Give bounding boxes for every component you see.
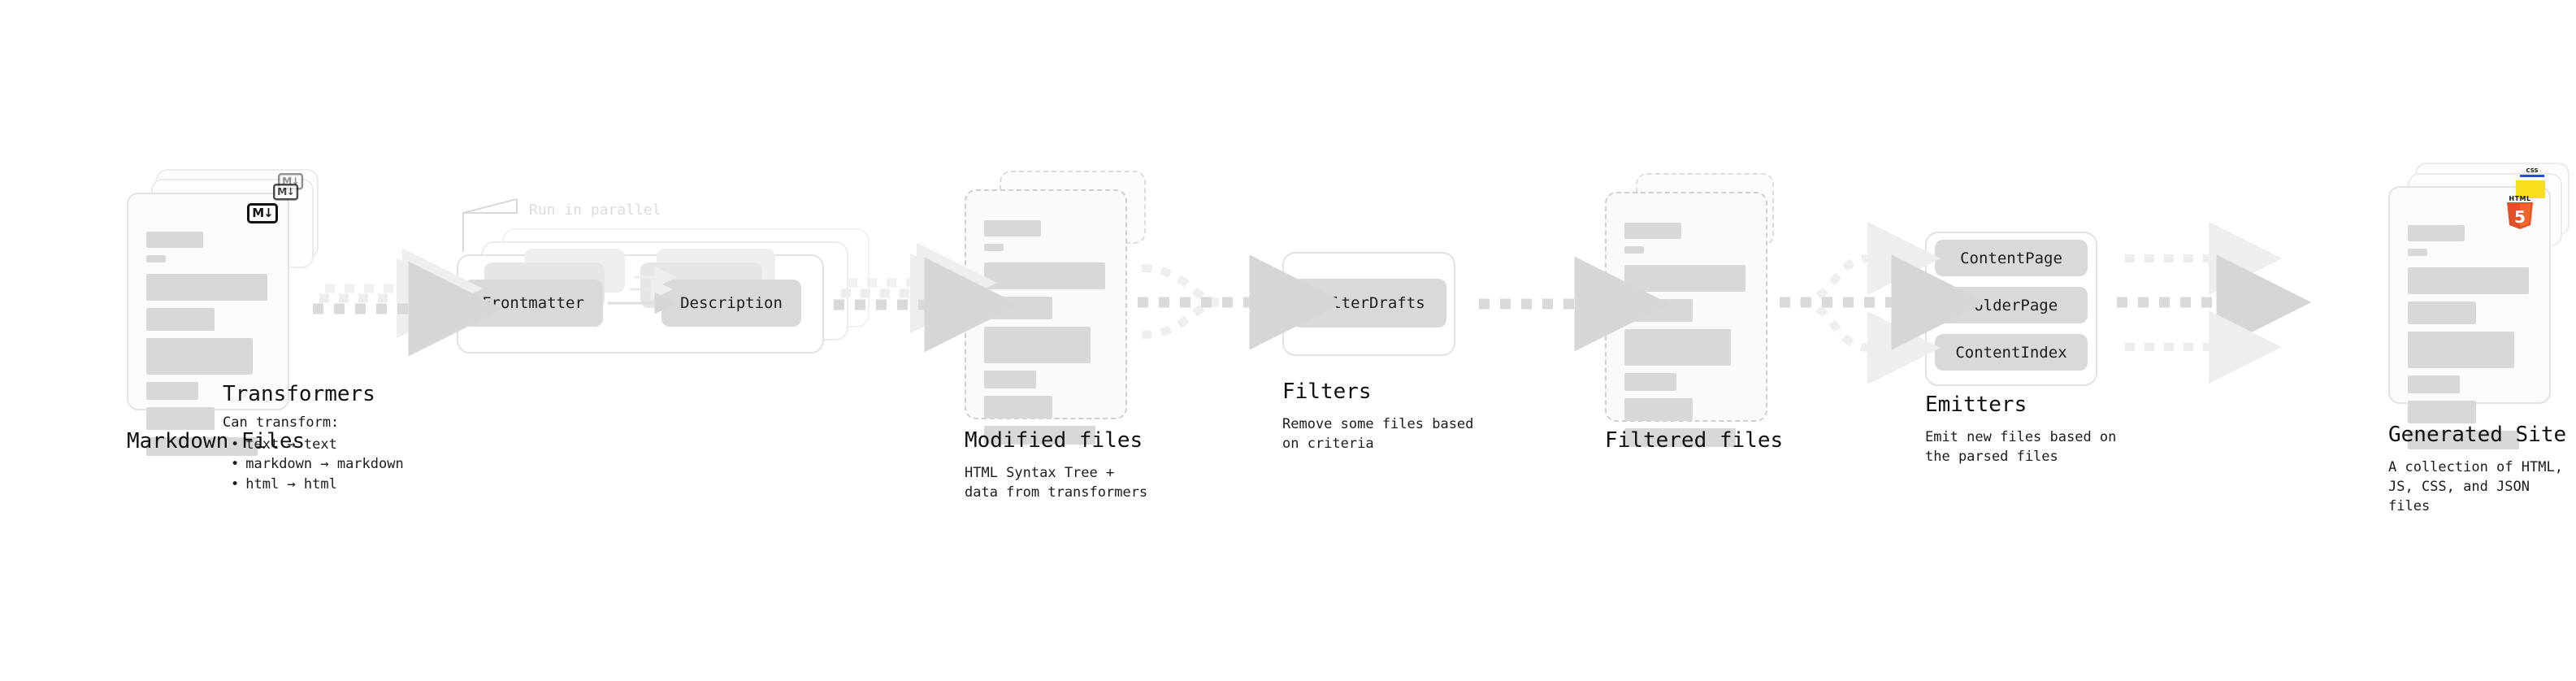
- doc-bar: [984, 426, 1095, 445]
- doc-bar: [1624, 223, 1681, 239]
- transformers-bullets: Can transform: text → text markdown → ma…: [223, 413, 404, 495]
- arrow-filtered-to-emitters: [1780, 222, 1987, 384]
- doc-bar: [2408, 375, 2460, 393]
- generated-doc-bars: [2408, 225, 2531, 457]
- html5-shield-icon: 5: [2507, 202, 2533, 229]
- transformers-bullet-2: html → html: [231, 475, 404, 495]
- doc-bar: [2408, 267, 2529, 294]
- generated-site-title: Generated Site: [2388, 423, 2567, 447]
- markdown-badge-ghost-2-label: M↓: [277, 185, 295, 198]
- doc-bar: [1624, 246, 1645, 254]
- doc-bar: [2408, 225, 2465, 241]
- transformers-title: Transformers: [223, 382, 375, 406]
- modified-doc-bars: [984, 220, 1108, 452]
- markdown-badge-ghost-1-label: M↓: [282, 175, 300, 188]
- transformers-chip-description-label: Description: [680, 294, 783, 312]
- doc-bar: [984, 396, 1052, 419]
- js-badge: [2516, 180, 2545, 198]
- svg-text:5: 5: [2514, 207, 2526, 227]
- doc-bar: [146, 274, 267, 301]
- modified-card-front: [965, 189, 1127, 445]
- doc-bar: [984, 371, 1036, 388]
- html5-badge: HTML 5: [2504, 195, 2535, 231]
- modified-files-title: Modified files: [965, 428, 1143, 453]
- doc-bar: [1624, 329, 1731, 366]
- markdown-badge-ghost-2: M↓: [273, 184, 299, 201]
- transformers-bullet-1: markdown → markdown: [231, 454, 403, 475]
- arrow-markdown-to-transformers: [313, 248, 504, 357]
- modified-files-description: HTML Syntax Tree + data from transformer…: [965, 465, 1148, 501]
- doc-bar: [146, 308, 215, 331]
- emitters-chip-contentindex-label: ContentIndex: [1955, 343, 2067, 362]
- transformers-chip-frontmatter[interactable]: Frontmatter: [463, 280, 603, 327]
- doc-bar: [2408, 431, 2519, 449]
- emitters-chip-contentindex[interactable]: ContentIndex: [1935, 334, 2088, 371]
- doc-bar: [1624, 373, 1676, 391]
- css3-badge: CSS: [2520, 168, 2544, 178]
- doc-bar: [984, 244, 1004, 251]
- emitters-title: Emitters: [1925, 393, 2027, 417]
- emitters-chip-folderpage[interactable]: FolderPage: [1935, 287, 2088, 323]
- filters-description: Remove some files based on criteria: [1282, 416, 1474, 453]
- emitters-chip-contentpage-label: ContentPage: [1960, 249, 2062, 267]
- markdown-badge-label: M↓: [252, 206, 273, 220]
- transformers-chip-frontmatter-label: Frontmatter: [482, 294, 584, 312]
- filters-chip-filterdrafts-label: FilterDrafts: [1313, 294, 1425, 312]
- doc-bar: [984, 297, 1052, 319]
- filtered-doc-bars: [1624, 223, 1748, 454]
- transformers-bullet-list: text → text markdown → markdown html → h…: [223, 435, 404, 495]
- doc-bar: [146, 338, 253, 375]
- transformers-bullets-header: Can transform:: [223, 414, 340, 431]
- doc-bar: [1624, 428, 1736, 447]
- doc-bar: [1624, 265, 1746, 292]
- doc-bar: [2408, 249, 2428, 256]
- doc-bar: [2408, 332, 2514, 368]
- filtered-card-front: [1605, 192, 1767, 447]
- doc-bar: [146, 382, 198, 400]
- doc-bar: [146, 255, 167, 262]
- doc-bar: [1624, 398, 1693, 421]
- html5-badge-label: HTML: [2509, 195, 2531, 202]
- css3-badge-label: CSS: [2526, 167, 2539, 174]
- css3-badge-bar: [2520, 175, 2544, 177]
- emitters-chip-folderpage-label: FolderPage: [1964, 296, 2058, 314]
- filters-title: Filters: [1282, 380, 1372, 404]
- emitters-chip-contentpage[interactable]: ContentPage: [1935, 240, 2088, 276]
- doc-bar: [146, 232, 203, 248]
- run-in-parallel-annotation: Run in parallel: [529, 202, 661, 219]
- doc-bar: [146, 407, 215, 430]
- doc-bar: [984, 262, 1105, 289]
- doc-bar: [984, 327, 1091, 363]
- arrow-modified-to-filters: [1138, 254, 1345, 350]
- doc-bar: [2408, 301, 2476, 324]
- doc-bar: [1624, 299, 1693, 322]
- transformers-chip-description[interactable]: Description: [661, 280, 801, 327]
- generated-site-description: A collection of HTML, JS, CSS, and JSON …: [2388, 459, 2563, 515]
- doc-bar: [2408, 401, 2476, 423]
- filters-chip-filterdrafts[interactable]: FilterDrafts: [1292, 279, 1446, 327]
- doc-bar: [984, 220, 1041, 236]
- markdown-badge: M↓: [247, 203, 278, 223]
- arrow-emitters-to-generated: [2117, 222, 2312, 384]
- filtered-files-title: Filtered files: [1605, 428, 1784, 453]
- markdown-card-front: M↓: [127, 193, 289, 456]
- markdown-doc-bars: [146, 232, 270, 463]
- transformers-bullet-0: text → text: [231, 435, 404, 455]
- emitters-description: Emit new files based on the parsed files: [1925, 429, 2117, 466]
- doc-bar: [146, 437, 258, 456]
